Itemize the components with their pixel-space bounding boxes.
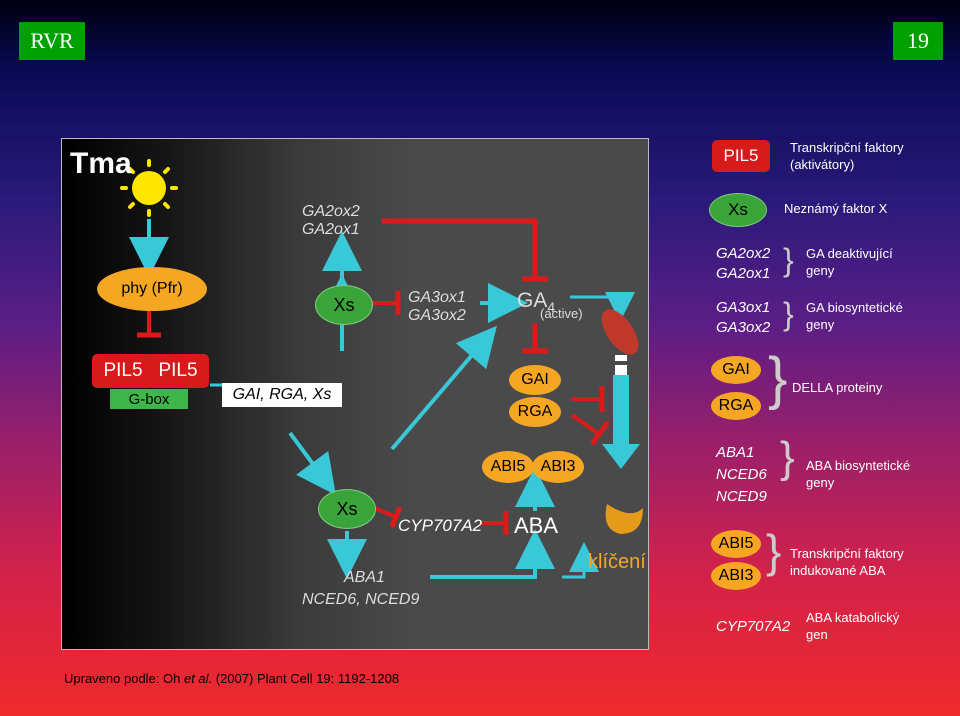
legend-ga2ox-desc-1: GA deaktivující <box>806 246 893 261</box>
legend-gai: GAI <box>711 356 761 384</box>
gbox-label: G-box <box>128 390 170 408</box>
legend-abi5: ABI5 <box>711 530 761 558</box>
legend-ga3ox-desc-2: geny <box>806 316 835 332</box>
citation-suffix: (2007) Plant Cell 19: 1192-1208 <box>212 671 400 686</box>
pil5-node-a: PIL5 <box>92 354 154 388</box>
legend-pil5-label: PIL5 <box>723 146 759 165</box>
rga-node: RGA <box>509 397 561 427</box>
legend-ga2ox-desc: GA deaktivující geny <box>806 246 893 280</box>
phy-label: phy (Pfr) <box>121 280 183 297</box>
legend-xs: Xs <box>709 193 767 227</box>
legend-abi-desc: Transkripční faktory indukované ABA <box>790 546 904 580</box>
legend-ga2ox-1: GA2ox2 <box>716 245 771 262</box>
legend-brace-ga3ox: } <box>783 296 794 332</box>
legend-aba-gene-2: NCED6 <box>716 465 767 483</box>
ga2ox-top: GA2ox2 <box>302 203 360 220</box>
legend-brace-ga2ox: } <box>783 242 794 278</box>
legend-brace-aba: } <box>780 433 795 482</box>
diagram-panel: Tma phy (Pfr) PIL5 PIL5 G-box GAI, RGA, … <box>61 138 649 650</box>
xs-top-label: Xs <box>333 294 355 315</box>
ga2ox-bottom: GA2ox1 <box>302 221 360 238</box>
ga4-active: (active) <box>540 306 583 321</box>
ga4-subscript: 4 <box>547 299 556 316</box>
legend-ga3ox-1: GA3ox1 <box>716 299 771 316</box>
legend-aba-genes: ABA1 NCED6 NCED9 <box>716 442 767 507</box>
legend-cyp-desc-1: ABA katabolický <box>806 610 900 625</box>
citation: Upraveno podle: Oh et al. (2007) Plant C… <box>64 671 399 686</box>
ga3ox-top: GA3ox1 <box>408 289 466 306</box>
sun-icon <box>120 159 178 217</box>
page-number: 19 <box>907 28 929 53</box>
legend-brace-della: } <box>768 346 788 411</box>
legend-ga2ox-desc-2: geny <box>806 262 835 278</box>
xs-bottom-label: Xs <box>336 498 358 519</box>
legend-abi5-label: ABI5 <box>718 535 754 552</box>
seed-icon <box>601 309 639 355</box>
gai-rga-xs-node: GAI, RGA, Xs <box>222 383 342 407</box>
pil5-node-b: PIL5 <box>147 354 209 388</box>
legend-aba-gene-3: NCED9 <box>716 487 767 505</box>
aba1-label: ABA1 <box>344 569 385 586</box>
abi3-node: ABI3 <box>532 451 584 483</box>
legend-ga3ox-desc-1: GA biosyntetické <box>806 300 903 315</box>
legend-della-desc: DELLA proteiny <box>792 380 883 395</box>
rvr-label: RVR <box>30 28 74 53</box>
gbox-node: G-box <box>110 389 188 409</box>
legend-cyp-desc-2: gen <box>806 626 828 642</box>
seedling-icon <box>605 504 643 534</box>
legend-aba-desc-2: geny <box>806 474 835 490</box>
legend-ga2ox-2: GA2ox1 <box>716 264 771 282</box>
legend-ga3ox: GA3ox1 GA3ox2 <box>716 298 770 337</box>
legend-ga2ox: GA2ox2 GA2ox1 <box>716 244 770 283</box>
legend-xs-label: Xs <box>728 200 748 219</box>
legend-abi-desc-1: Transkripční faktory <box>790 546 904 561</box>
legend-aba-gene-1: ABA1 <box>716 444 755 461</box>
legend-aba-desc-1: ABA biosyntetické <box>806 458 911 473</box>
gai-label: GAI <box>521 371 549 388</box>
abi5-label: ABI5 <box>490 458 526 475</box>
ga3ox-bottom: GA3ox2 <box>408 307 466 324</box>
cyp-label: CYP707A2 <box>398 516 483 535</box>
gai-rga-xs-label: GAI, RGA, Xs <box>232 386 332 403</box>
panel-title: Tma <box>70 147 132 180</box>
abi3-label: ABI3 <box>540 458 576 475</box>
rga-label: RGA <box>517 403 553 420</box>
citation-prefix: Upraveno podle: Oh <box>64 671 184 686</box>
pil5-label-b: PIL5 <box>158 360 198 381</box>
phy-node: phy (Pfr) <box>97 267 207 311</box>
gai-node: GAI <box>509 365 561 395</box>
xs-bottom-node: Xs <box>318 489 376 529</box>
rvr-badge: RVR <box>19 22 85 60</box>
legend-pil5-desc: Transkripční faktory (aktivátory) <box>790 140 904 174</box>
germination-label: klíčení <box>588 551 646 573</box>
nced-label: NCED6, NCED9 <box>302 591 420 608</box>
citation-etal: et al. <box>183 671 213 686</box>
abi5-node: ABI5 <box>482 451 534 483</box>
legend-abi3: ABI3 <box>711 562 761 590</box>
legend-abi-desc-2: indukované ABA <box>790 562 886 578</box>
legend-gai-label: GAI <box>722 361 750 378</box>
page-number-badge: 19 <box>893 22 943 60</box>
legend-pil5-desc-2: (aktivátory) <box>790 156 855 172</box>
legend-cyp: CYP707A2 <box>716 618 791 635</box>
legend-ga3ox-2: GA3ox2 <box>716 318 771 336</box>
legend-pil5: PIL5 <box>712 140 770 172</box>
legend-pil5-desc-1: Transkripční faktory <box>790 140 904 155</box>
legend-ga3ox-desc: GA biosyntetické geny <box>806 300 903 334</box>
legend-aba-desc: ABA biosyntetické geny <box>806 458 910 492</box>
legend-rga-label: RGA <box>718 397 754 414</box>
legend-cyp-desc: ABA katabolický gen <box>806 610 899 644</box>
legend-abi3-label: ABI3 <box>718 567 754 584</box>
legend-brace-abi: } <box>766 525 782 577</box>
ga4-label: GA4 <box>517 289 555 315</box>
aba-label: ABA <box>514 513 559 538</box>
xs-top-node: Xs <box>315 285 373 325</box>
ga4-text: GA <box>517 289 548 312</box>
legend-xs-desc: Neznámý faktor X <box>784 201 888 216</box>
legend-rga: RGA <box>711 392 761 420</box>
pil5-label-a: PIL5 <box>103 360 143 381</box>
